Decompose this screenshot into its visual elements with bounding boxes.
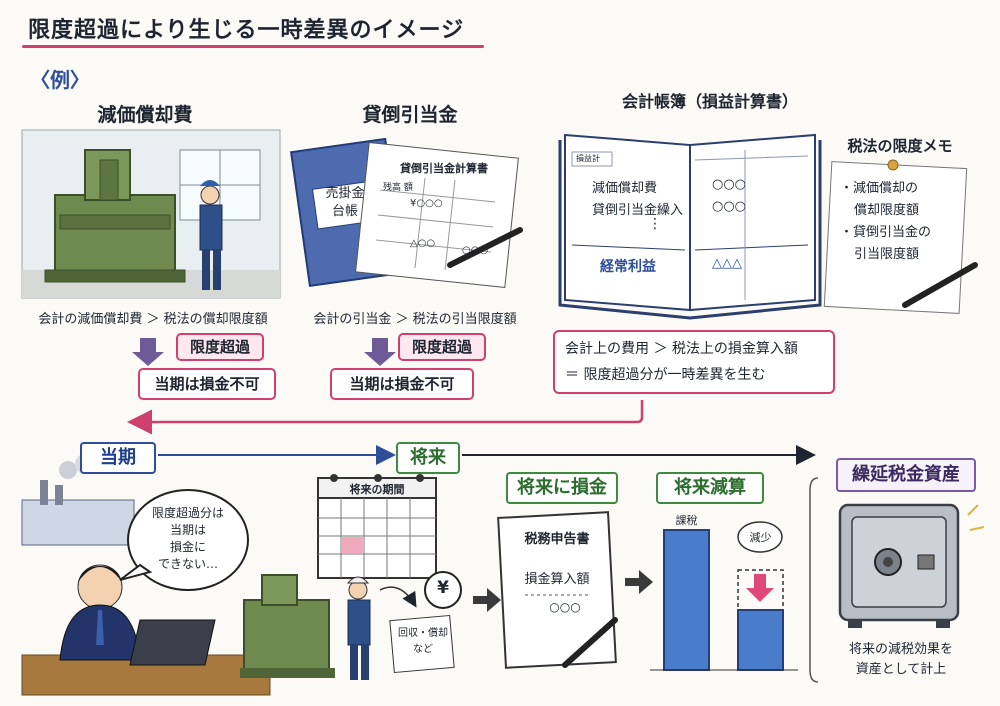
block-arrow-2 <box>625 570 653 594</box>
memo-item1-line2: 償却限度額 <box>854 203 920 218</box>
depreciation-heading: 減価償却費 <box>97 104 193 126</box>
speech-line3: 損金に <box>169 540 206 554</box>
decrease-label: 減少 <box>749 531 772 544</box>
memo-illustration <box>823 159 978 314</box>
example-label: 〈例〉 <box>30 68 90 92</box>
recovery-note-text: 回収・償却 など <box>396 626 450 658</box>
sheet-title: 貸倒引当金計算書 <box>400 162 488 175</box>
timeline-future-tag: 将来 <box>396 442 460 474</box>
allowance-result-box: 当期は損金不可 <box>330 368 474 400</box>
calendar-title: 将来の期間 <box>349 483 405 496</box>
sheet-row2: △○○ <box>410 238 436 249</box>
ledger-label-line2: 台帳 <box>331 204 358 219</box>
speech-line1: 限度超過分は <box>151 506 224 520</box>
memo-item1-line1: ・減価償却の <box>840 181 919 196</box>
timeline-current-tag: 当期 <box>80 442 156 474</box>
book-row2: 貸倒引当金繰入 <box>592 203 684 218</box>
book-dots: ⋮ <box>648 216 662 232</box>
block-arrow-1 <box>473 588 501 612</box>
dta-caption: 将来の減税効果を 資産として計上 <box>826 640 976 680</box>
speech-text: 限度超過分は 当期は 損金に できない… <box>140 505 236 573</box>
down-arrow-1 <box>132 338 164 366</box>
book-profit-label: 経常利益 <box>600 259 656 275</box>
down-arrow-2 <box>364 338 396 366</box>
future-reduction-heading: 将来減算 <box>656 472 764 504</box>
book-tab: 損益計 <box>576 154 600 163</box>
yen-coin <box>424 571 462 609</box>
calendar-illustration <box>317 474 437 579</box>
pink-connector <box>127 400 644 435</box>
allowance-excess-badge: 限度超過 <box>398 333 486 361</box>
memo-item2-line2: 引当限度額 <box>854 247 920 262</box>
book-row1: 減価償却費 <box>592 181 658 196</box>
allowance-heading: 貸倒引当金 <box>362 104 458 126</box>
summary-box: 会計上の費用 ＞ 税法上の損金算入額 ＝ 限度超過分が一時差異を生む <box>553 330 835 394</box>
depreciation-comparison: 会計の減価償却費 ＞ 税法の償却限度額 <box>38 312 268 327</box>
tax-return-line: 損金算入額 <box>524 572 590 587</box>
tax-return-title: 税務申告書 <box>524 532 590 547</box>
depreciation-result-box: 当期は損金不可 <box>138 368 276 400</box>
safe-illustration <box>838 503 985 628</box>
memo-heading: 税法の限度メモ <box>847 137 953 155</box>
accounting-book-illustration <box>558 133 822 320</box>
summary-line2: ＝ 限度超過分が一時差異を生む <box>565 367 766 383</box>
book-profit-value: △△△ <box>712 256 742 271</box>
future-deduction-heading: 将来に損金 <box>506 472 618 504</box>
factory-machine-illustration <box>21 129 281 299</box>
ledger-label: 売掛金 台帳 <box>310 185 380 221</box>
ledger-label-line1: 売掛金 <box>325 186 365 201</box>
speech-line2: 当期は <box>169 523 206 537</box>
book-row1-value: ○○○ <box>712 177 747 192</box>
speech-bubble <box>127 489 249 591</box>
dta-caption-line2: 資産として計上 <box>855 662 947 677</box>
book-row2-value: ○○○ <box>712 199 747 214</box>
future-machine-illustration <box>240 574 417 680</box>
book-heading: 会計帳簿（損益計算書） <box>621 92 798 111</box>
memo-item2-line1: ・貸倒引当金の <box>840 225 932 240</box>
allowance-comparison: 会計の引当金 ＞ 税法の引当限度額 <box>313 312 517 327</box>
sheet-row3: ○○○ <box>462 245 489 256</box>
tax-bar-label: 課稅 <box>675 514 698 527</box>
recovery-note-line2: など <box>413 644 433 655</box>
page-title: 限度超過により生じる一時差異のイメージ <box>28 18 465 43</box>
summary-line1: 会計上の費用 ＞ 税法上の損金算入額 <box>565 341 798 357</box>
title-underline <box>22 45 484 48</box>
dta-heading: 繰延税金資産 <box>836 458 976 492</box>
recovery-note <box>389 614 455 674</box>
ledger-and-sheet-illustration <box>290 137 523 289</box>
sheet-row1: ¥○○○ <box>410 198 443 209</box>
dta-caption-line1: 将来の減税効果を <box>848 642 953 657</box>
depreciation-excess-badge: 限度超過 <box>176 333 264 361</box>
recovery-note-line1: 回収・償却 <box>398 628 448 639</box>
tax-return-illustration <box>497 511 618 669</box>
yen-symbol: ¥ <box>437 578 449 598</box>
sheet-header: 残高 額 <box>383 183 413 193</box>
tax-bar-chart <box>650 521 798 671</box>
tax-return-value: ○○○ <box>549 600 581 614</box>
memo-items: ・減価償却の 償却限度額 ・貸倒引当金の 引当限度額 <box>840 178 960 266</box>
speech-line4: できない… <box>157 557 218 571</box>
